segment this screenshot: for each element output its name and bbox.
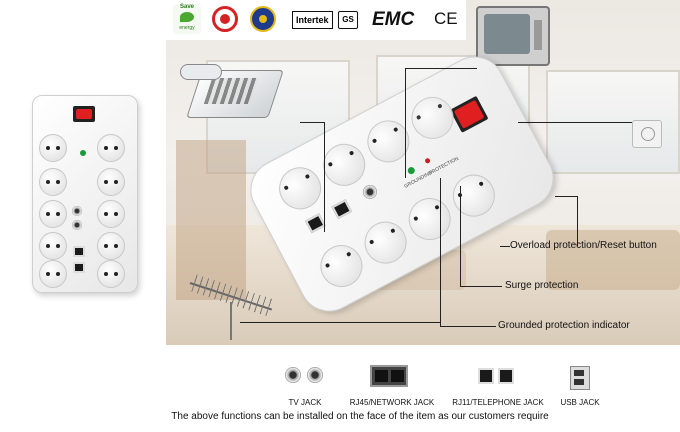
callout-line	[440, 326, 496, 327]
socket-outlet	[39, 168, 67, 196]
quality-seal-icon	[250, 6, 276, 32]
shelf	[176, 140, 246, 300]
rj-jack[interactable]	[73, 246, 85, 257]
intertek-logo: Intertek	[292, 11, 333, 29]
ce-logo: CE	[434, 9, 458, 28]
tv-jack[interactable]	[360, 182, 380, 202]
socket-outlet	[360, 112, 417, 170]
usb-jack-icon	[570, 366, 590, 390]
socket-outlet	[313, 237, 370, 295]
tv-jack[interactable]	[72, 206, 82, 216]
rj45-jack-label: RJ45/NETWORK JACK	[349, 398, 435, 407]
rj11-jack-label: RJ11/TELEPHONE JACK	[452, 398, 544, 407]
grounded-led	[80, 150, 86, 156]
gs-text: GS	[342, 15, 354, 24]
target-logo-icon	[212, 6, 238, 32]
tv-jack-label: TV JACK	[288, 398, 322, 407]
wall-socket-icon	[632, 120, 662, 148]
tv-icon	[476, 6, 550, 66]
leaf-icon	[180, 12, 194, 22]
grounded-indicator-label: Grounded protection indicator	[498, 320, 630, 331]
callout-line	[460, 286, 502, 287]
power-strip-front-view	[32, 95, 138, 293]
socket-outlet	[97, 200, 125, 228]
socket-outlet	[401, 190, 459, 248]
grounded-led	[406, 165, 417, 176]
antenna-icon	[189, 272, 280, 342]
room-background-photo	[166, 0, 680, 345]
callout-line	[405, 68, 477, 69]
socket-outlet	[271, 159, 329, 217]
emc-logo: EMC	[372, 9, 415, 30]
sofa	[546, 230, 680, 290]
reset-button[interactable]	[449, 95, 489, 133]
callout-line	[577, 196, 578, 246]
callout-line	[405, 68, 406, 178]
rj-jack[interactable]	[73, 262, 85, 273]
socket-outlet	[39, 260, 67, 288]
rj45-jack-icon	[370, 365, 408, 387]
telephone-icon	[180, 64, 300, 119]
socket-outlet	[97, 232, 125, 260]
callout-line	[300, 122, 324, 123]
power-switch[interactable]	[73, 106, 95, 122]
callout-line	[440, 178, 441, 326]
save-energy-bottom-text: energy	[179, 25, 195, 31]
socket-outlet	[445, 167, 503, 225]
socket-outlet	[97, 168, 125, 196]
socket-outlet	[39, 134, 67, 162]
surge-led	[424, 157, 431, 165]
rj45-jack[interactable]	[304, 213, 326, 234]
socket-outlet	[39, 200, 67, 228]
tv-jack[interactable]	[72, 220, 82, 230]
rj11-jack-icon	[476, 366, 516, 386]
save-energy-logo: Save energy	[173, 4, 201, 34]
socket-outlet	[39, 232, 67, 260]
callout-line	[240, 322, 440, 323]
save-energy-top-text: Save	[179, 4, 194, 10]
tv-jack-icon	[285, 365, 325, 385]
footer-note: The above functions can be installed on …	[171, 411, 549, 422]
socket-outlet	[97, 134, 125, 162]
socket-outlet	[357, 214, 414, 271]
socket-outlet	[404, 89, 461, 147]
intertek-text: Intertek	[296, 15, 329, 25]
usb-jack-label: USB JACK	[560, 398, 600, 407]
callout-line	[324, 122, 325, 232]
callout-line	[555, 196, 577, 197]
callout-line	[460, 186, 461, 286]
surge-protection-label: Surge protection	[505, 280, 579, 291]
rj11-jack[interactable]	[331, 199, 353, 220]
protection-label: PROTECTION	[428, 155, 460, 177]
gs-logo: GS	[338, 11, 358, 29]
certification-logos: Save energy Intertek GS EMC CE	[166, 0, 466, 40]
callout-line	[500, 246, 510, 247]
overload-protection-label: Overload protection/Reset button	[510, 240, 657, 251]
callout-line	[518, 122, 632, 123]
socket-outlet	[97, 260, 125, 288]
